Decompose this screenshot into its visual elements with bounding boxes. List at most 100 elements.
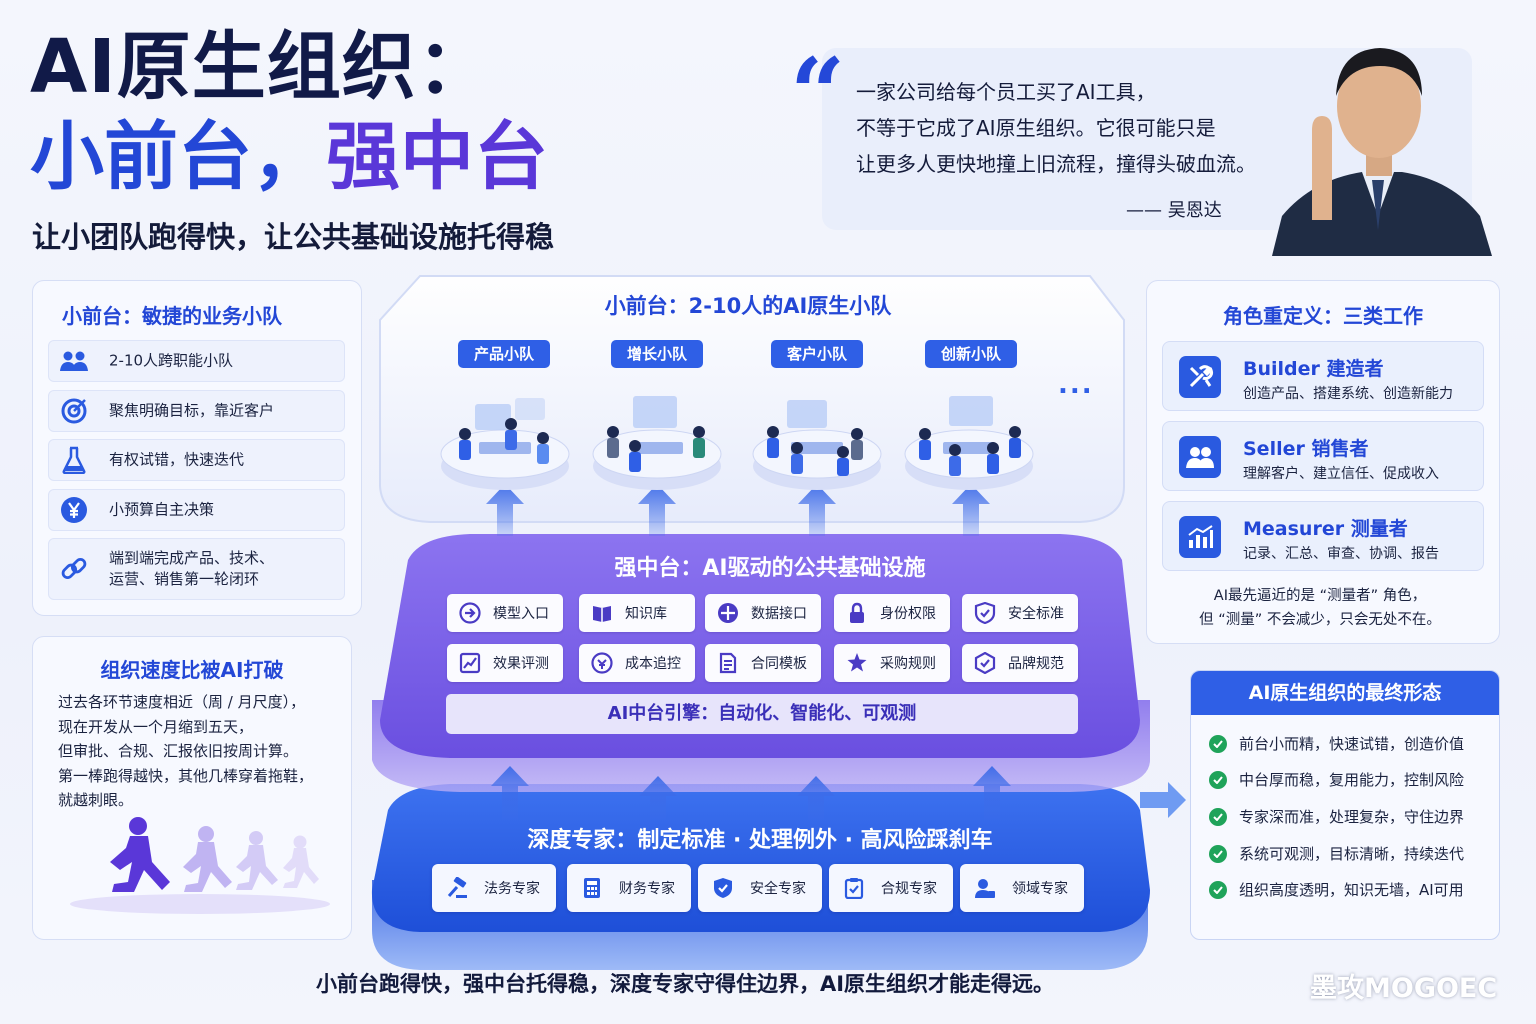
role-card-builder: Builder 建造者 创造产品、搭建系统、创造新能力 bbox=[1162, 341, 1484, 411]
role-card-seller: Seller 销售者 理解客户、建立信任、促成收入 bbox=[1162, 421, 1484, 491]
team-label: 创新小队 bbox=[925, 340, 1017, 368]
list-item-text: 2-10人跨职能小队 bbox=[109, 351, 234, 370]
roles-panel-title: 角色重定义：三类工作 bbox=[1223, 304, 1423, 328]
front-layer-title: 小前台：2-10人的AI原生小队 bbox=[604, 294, 892, 318]
expert-chip-label: 合规专家 bbox=[881, 881, 937, 897]
more-teams-indicator: ... bbox=[1058, 370, 1094, 400]
footer-tagline: 小前台跑得快，强中台托得稳，深度专家守得住边界，AI原生组织才能走得远。 bbox=[315, 972, 1055, 996]
expert-chip-label: 法务专家 bbox=[484, 881, 540, 897]
team-label: 产品小队 bbox=[458, 340, 550, 368]
speed-panel-text: 过去各环节速度相近（周 / 月尺度）， 现在开发从一个月缩到五天， 但审批、合规… bbox=[58, 690, 313, 813]
quote-line: 一家公司给每个员工买了AI工具， bbox=[856, 80, 1156, 104]
platform-chip: 身份权限 bbox=[834, 594, 950, 632]
role-name: Measurer 测量者 bbox=[1243, 518, 1408, 540]
quote-author: —— 吴恩达 bbox=[1126, 200, 1222, 221]
role-desc: 理解客户、建立信任、促成收入 bbox=[1243, 466, 1439, 482]
role-card-measurer: Measurer 测量者 记录、汇总、审查、协调、报告 bbox=[1162, 501, 1484, 571]
chip-label: 采购规则 bbox=[880, 656, 936, 672]
chip-label: 效果评测 bbox=[493, 656, 549, 672]
platform-chip: 成本追控 bbox=[579, 644, 695, 682]
chip-label: 知识库 bbox=[625, 606, 667, 622]
final-form-item: 专家深而准，处理复杂，守住边界 bbox=[1209, 806, 1464, 827]
quote-line: 不等于它成了AI原生组织。它很可能只是 bbox=[856, 116, 1216, 140]
expert-chip-label: 领域专家 bbox=[1012, 881, 1068, 897]
speed-line: 就越刺眼。 bbox=[58, 791, 134, 809]
roles-note-line: AI最先逼近的是 “测量者” 角色， bbox=[1213, 588, 1427, 604]
final-form-text: 组织高度透明，知识无墙，AI可用 bbox=[1239, 881, 1464, 899]
expert-chip: 法务专家 bbox=[432, 864, 556, 912]
list-item-text: 有权试错，快速迭代 bbox=[109, 450, 245, 469]
speaker-portrait bbox=[1272, 48, 1492, 256]
platform-chip: 模型入口 bbox=[447, 594, 563, 632]
title-middle: 强中台 bbox=[326, 114, 548, 200]
people-icon bbox=[1179, 436, 1221, 478]
check-icon bbox=[1209, 770, 1227, 789]
speed-line: 但审批、合规、汇报依旧按周计算。 bbox=[58, 742, 299, 760]
runners-illustration bbox=[70, 817, 330, 914]
flask-icon bbox=[49, 440, 99, 480]
final-form-item: 系统可观测，目标清晰，持续迭代 bbox=[1209, 843, 1464, 864]
expert-chip: 安全专家 bbox=[698, 864, 822, 912]
list-item: 聚焦明确目标，靠近客户 bbox=[48, 390, 345, 432]
chip-label: 安全标准 bbox=[1008, 606, 1064, 622]
chip-label: 身份权限 bbox=[880, 606, 936, 622]
quote-line: 让更多人更快地撞上旧流程，撞得头破血流。 bbox=[856, 152, 1256, 176]
chip-label: 模型入口 bbox=[493, 606, 549, 622]
yen-icon bbox=[49, 490, 99, 530]
final-form-item: 前台小而精，快速试错，创造价值 bbox=[1209, 733, 1464, 754]
list-item-text: 聚焦明确目标，靠近客户 bbox=[109, 401, 275, 420]
list-item: 小预算自主决策 bbox=[48, 489, 345, 531]
expert-chip: 领域专家 bbox=[960, 864, 1084, 912]
final-form-item: 组织高度透明，知识无墙，AI可用 bbox=[1209, 879, 1464, 900]
chip-label: 成本追控 bbox=[625, 656, 681, 672]
procurement-rule-icon bbox=[847, 653, 867, 672]
security-standard-icon bbox=[974, 602, 996, 624]
final-form-panel: AI原生组织的最终形态 前台小而精，快速试错，创造价值 中台厚而稳，复用能力，控… bbox=[1190, 670, 1500, 940]
platform-chip: 合同模板 bbox=[705, 644, 821, 682]
chip-label: 数据接口 bbox=[751, 606, 807, 622]
check-icon bbox=[1209, 880, 1227, 899]
role-desc: 记录、汇总、审查、协调、报告 bbox=[1243, 546, 1439, 562]
cost-monitor-icon bbox=[591, 652, 613, 674]
model-entry-icon bbox=[459, 602, 481, 624]
identity-permission-icon bbox=[850, 602, 864, 623]
final-form-title: AI原生组织的最终形态 bbox=[1191, 671, 1499, 715]
platform-chip: 数据接口 bbox=[705, 594, 821, 632]
final-form-item: 中台厚而稳，复用能力，控制风险 bbox=[1209, 769, 1464, 790]
role-name: Seller 销售者 bbox=[1243, 438, 1369, 460]
final-form-text: 前台小而精，快速试错，创造价值 bbox=[1239, 735, 1465, 753]
platform-chip: 安全标准 bbox=[962, 594, 1078, 632]
role-name: Builder 建造者 bbox=[1243, 358, 1384, 380]
domain-expert-icon bbox=[975, 879, 995, 898]
team-platforms bbox=[440, 396, 1034, 490]
expert-chip-label: 安全专家 bbox=[750, 881, 806, 897]
team-label: 客户小队 bbox=[771, 340, 863, 368]
team-icon bbox=[49, 341, 99, 381]
check-icon bbox=[1209, 844, 1227, 863]
list-item-line: 端到端完成产品、技术、 bbox=[109, 549, 275, 567]
knowledge-base-icon bbox=[593, 606, 611, 622]
expert-layer-title: 深度专家：制定标准 · 处理例外 · 高风险踩刹车 bbox=[527, 828, 993, 853]
speed-line: 第一棒跑得越快，其他几棒穿着拖鞋， bbox=[58, 766, 314, 785]
roles-note-line: 但 “测量” 不会减少，只会无处不在。 bbox=[1199, 612, 1441, 628]
platform-chip: 效果评测 bbox=[447, 644, 563, 682]
data-api-icon bbox=[718, 603, 738, 623]
evaluation-icon bbox=[459, 652, 481, 674]
middle-layer-title: 强中台：AI驱动的公共基础设施 bbox=[614, 556, 926, 581]
target-icon bbox=[49, 391, 99, 431]
subtitle: 让小团队跑得快，让公共基础设施托得稳 bbox=[32, 220, 555, 254]
chip-label: 合同模板 bbox=[751, 656, 807, 672]
bar-chart-icon bbox=[1179, 516, 1221, 558]
watermark: 墨攻MOGOEC bbox=[1310, 973, 1498, 1004]
title-line-1: AI原生组织： bbox=[30, 24, 492, 110]
title-line-2: 小前台，强中台 bbox=[30, 112, 548, 202]
platform-chip: 采购规则 bbox=[834, 644, 950, 682]
contract-template-icon bbox=[719, 652, 737, 674]
speed-line: 过去各环节速度相近（周 / 月尺度）， bbox=[58, 693, 306, 711]
platform-chip: 品牌规范 bbox=[962, 644, 1078, 682]
platform-chip: 知识库 bbox=[579, 594, 695, 632]
quote-text: 一家公司给每个员工买了AI工具， 不等于它成了AI原生组织。它很可能只是 让更多… bbox=[856, 74, 1256, 182]
list-item: 端到端完成产品、技术、 运营、销售第一轮闭环 bbox=[48, 538, 345, 600]
role-desc: 创造产品、搭建系统、创造新能力 bbox=[1243, 386, 1453, 402]
expert-chip: 合规专家 bbox=[829, 864, 953, 912]
